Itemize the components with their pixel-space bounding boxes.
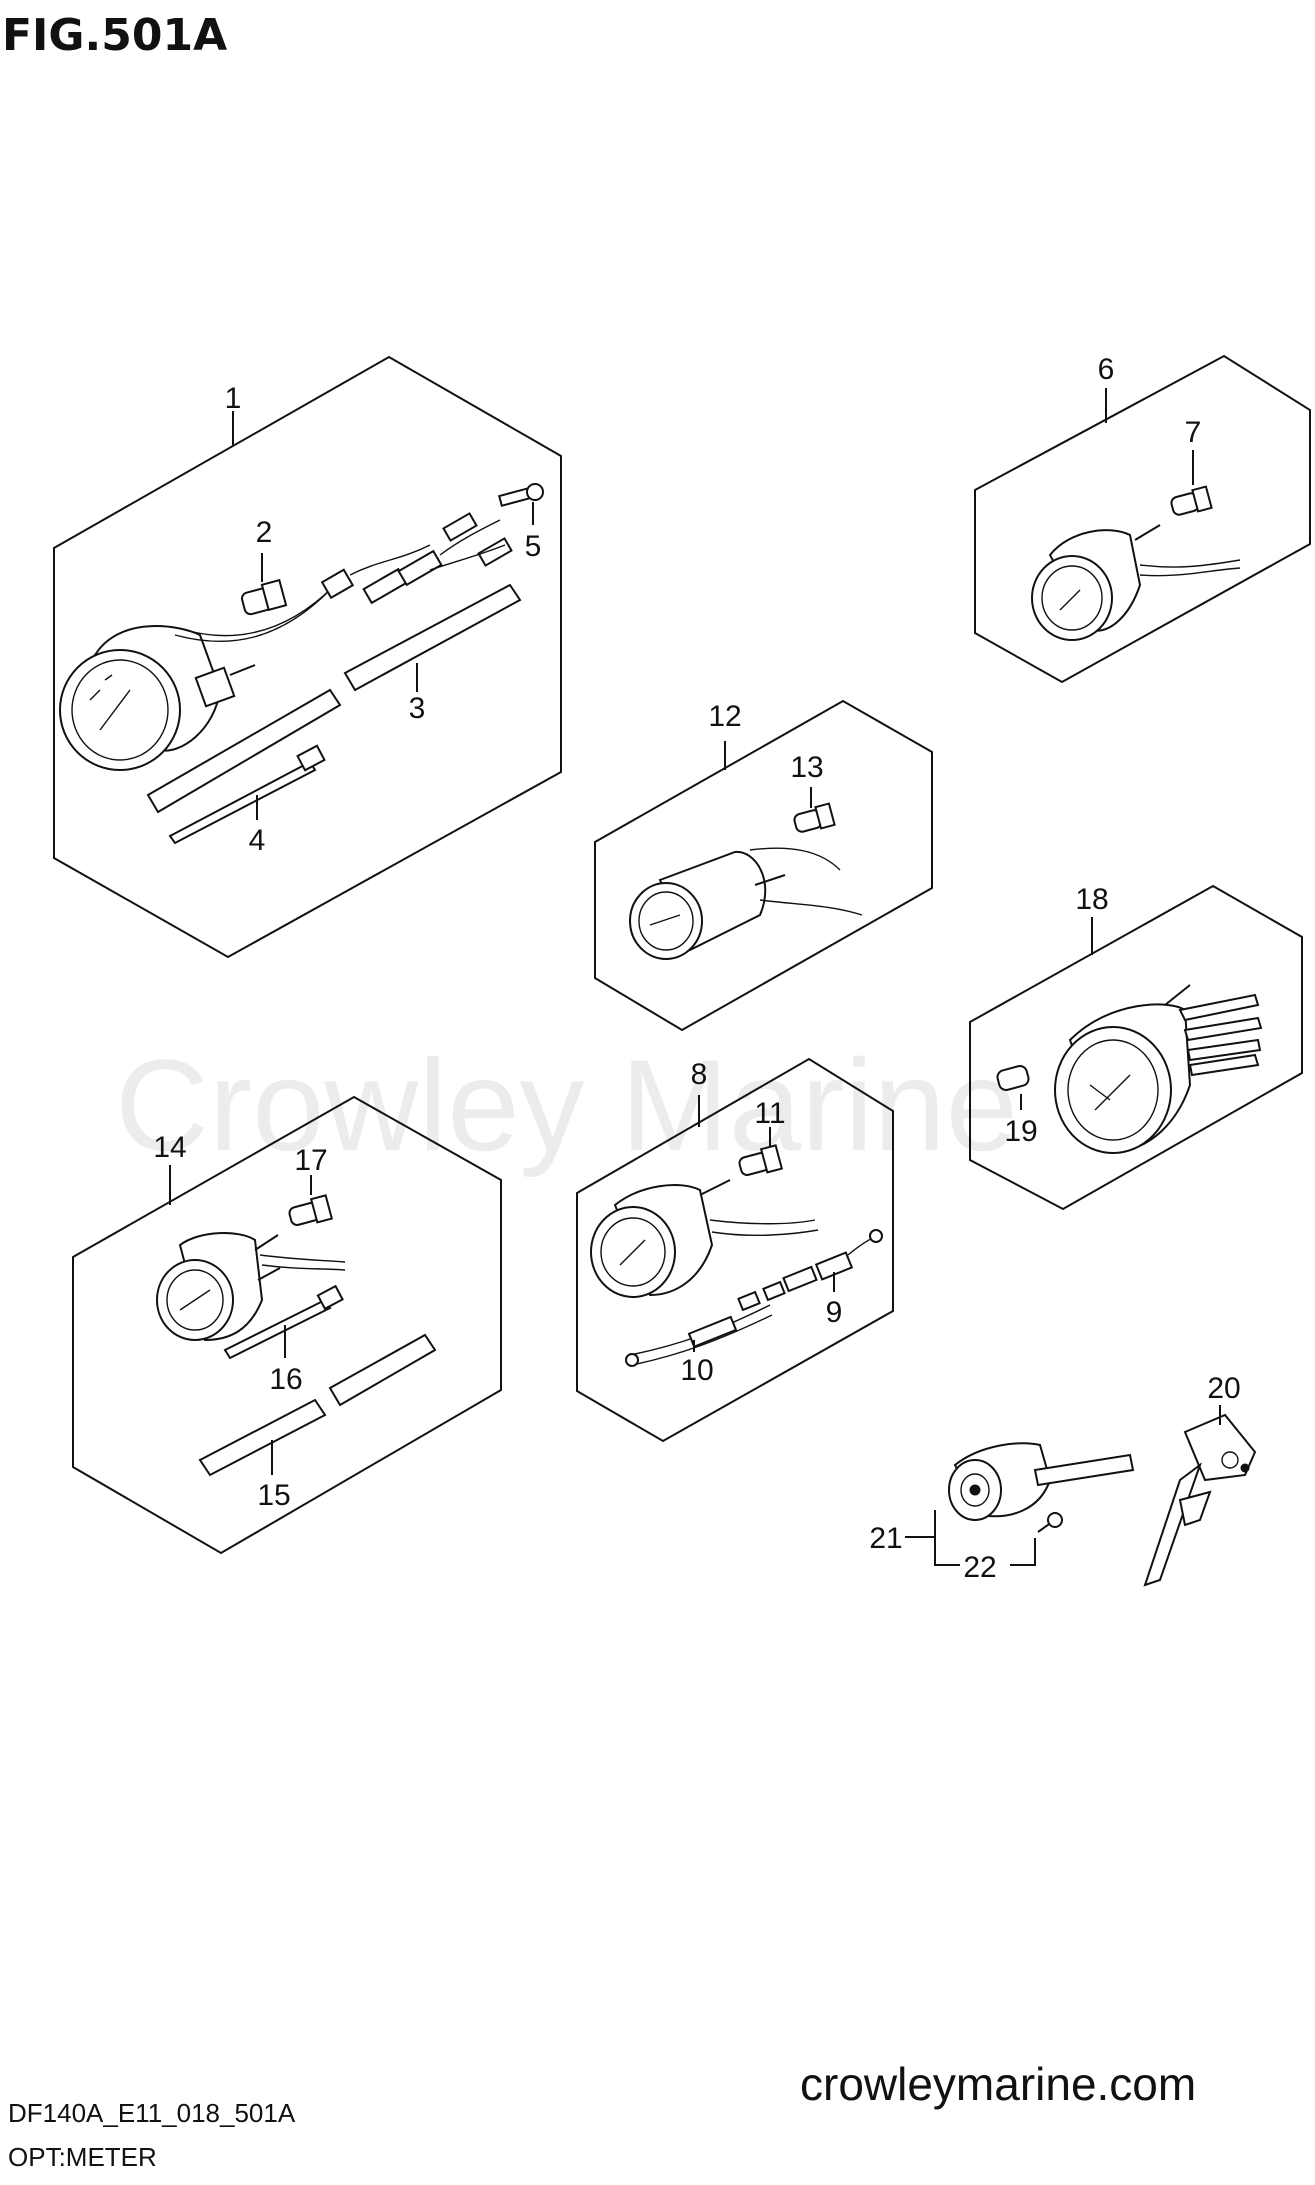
group-1-frame: [53, 355, 562, 959]
gauge-12-icon: [629, 847, 863, 960]
figure-code: DF140A_E11_018_501A: [8, 2098, 296, 2128]
part-number-1: 1: [225, 382, 242, 415]
part-number-22: 22: [963, 1551, 996, 1584]
group-12-frame: [594, 699, 933, 1032]
gauge-8-icon: [590, 1179, 819, 1298]
part-number-6: 6: [1098, 353, 1115, 386]
bulb-11-icon: [738, 1144, 784, 1176]
group-1-tachometer-kit: [53, 355, 562, 959]
watermark-text: Crowley Marine: [115, 1032, 1018, 1178]
leader-21-bracket: [934, 1537, 960, 1566]
bulb-2-icon: [241, 578, 288, 616]
group-8-gauge-kit: [576, 1057, 894, 1443]
part-number-9: 9: [826, 1296, 843, 1329]
part-number-16: 16: [269, 1363, 302, 1396]
website-text: crowleymarine.com: [800, 2058, 1196, 2110]
part-number-10: 10: [680, 1354, 713, 1387]
part-number-20: 20: [1207, 1372, 1240, 1405]
wire-9-icon: [814, 1229, 883, 1281]
bulb-19-icon: [996, 1065, 1030, 1091]
part-number-15: 15: [257, 1479, 290, 1512]
protective-tube-3-icon: [146, 583, 522, 814]
group-18-frame: [969, 884, 1303, 1211]
part-number-5: 5: [525, 530, 542, 563]
terminal-5-icon: [497, 483, 544, 507]
group-8-frame: [576, 1057, 894, 1443]
wire-harness-10-icon: [625, 1265, 818, 1367]
leader-22: [1010, 1538, 1036, 1566]
part-number-4: 4: [249, 824, 266, 857]
gauge-14-icon: [156, 1232, 346, 1342]
group-14-gauge-kit: [72, 1095, 502, 1555]
sender-21-icon: [948, 1442, 1135, 1521]
part-number-13: 13: [790, 751, 823, 784]
group-6-frame: [974, 354, 1311, 684]
gauge-18-icon: [1054, 984, 1263, 1154]
part-number-8: 8: [691, 1058, 708, 1091]
tachometer-gauge-icon: [59, 584, 336, 771]
group-18-gauge-kit: [969, 884, 1303, 1211]
part-number-21: 21: [869, 1522, 902, 1555]
group-12-gauge-kit: [594, 699, 933, 1032]
part-number-11: 11: [754, 1097, 785, 1130]
bulb-7-icon: [1170, 485, 1213, 516]
protective-tube-15-icon: [198, 1333, 437, 1477]
cable-tie-16-icon: [223, 1284, 344, 1360]
part-number-18: 18: [1075, 883, 1108, 916]
part-number-12: 12: [708, 700, 741, 733]
figure-subtitle: OPT:METER: [8, 2142, 157, 2172]
screw-22-icon: [1037, 1512, 1063, 1533]
wire-connector-icon: [320, 512, 513, 605]
bulb-13-icon: [793, 802, 836, 833]
part-number-14: 14: [153, 1131, 186, 1164]
group-6-gauge-kit: [974, 354, 1311, 684]
part-number-2: 2: [256, 516, 273, 549]
part-number-19: 19: [1004, 1115, 1037, 1148]
group-14-frame: [72, 1095, 502, 1555]
bulb-17-icon: [288, 1194, 334, 1226]
cable-tie-4-icon: [168, 744, 326, 845]
gauge-6-icon: [1031, 524, 1241, 641]
part-number-17: 17: [294, 1144, 327, 1177]
part-number-3: 3: [409, 692, 426, 725]
bracket-20-icon: [1143, 1413, 1257, 1587]
part-number-7: 7: [1185, 416, 1202, 449]
figure-title: FIG.501A: [2, 10, 227, 61]
